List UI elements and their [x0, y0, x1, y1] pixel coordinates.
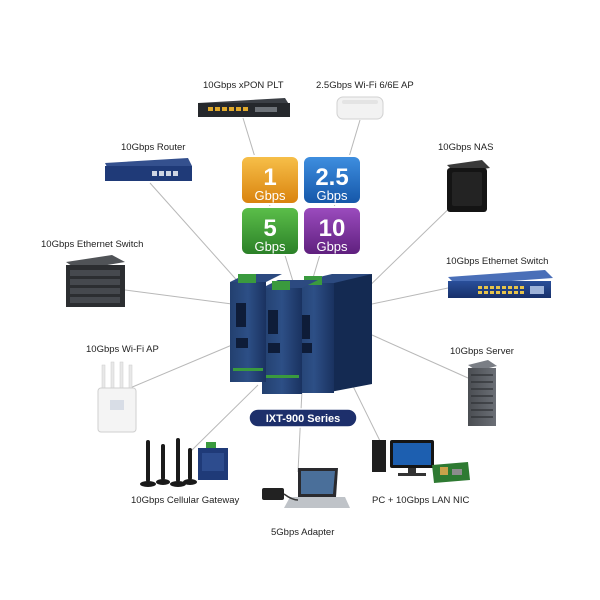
label-nas: 10Gbps NAS [438, 142, 494, 153]
cellular-gateway-device [140, 438, 228, 487]
label-pc-nic: PC + 10Gbps LAN NIC [372, 495, 470, 506]
router-device [105, 158, 192, 181]
speed-unit-10: Gbps [316, 239, 348, 254]
speed-unit-1: Gbps [254, 188, 286, 203]
switch-left-device [66, 255, 125, 307]
connection-lines [124, 117, 469, 473]
link-switch-right [371, 287, 449, 305]
link-nas [359, 194, 464, 296]
label-cellular-gateway: 10Gbps Cellular Gateway [131, 495, 240, 506]
link-switch-left [124, 289, 233, 305]
speed-badge-2-5: 2.5 Gbps [302, 155, 362, 205]
server-device [468, 360, 497, 426]
switch-right-device [448, 270, 553, 298]
link-router [149, 182, 251, 296]
link-adapter [297, 389, 303, 473]
label-switch-right: 10Gbps Ethernet Switch [446, 256, 549, 267]
speed-badge-10: 10 Gbps [302, 206, 362, 256]
link-server [371, 334, 469, 379]
speed-badge-5: 5 Gbps [240, 206, 300, 256]
converter-unit-2 [262, 280, 318, 394]
series-label: IXT-900 Series [266, 413, 341, 425]
label-ceiling-ap: 2.5Gbps Wi-Fi 6/6E AP [316, 80, 414, 91]
speed-value-5: 5 [263, 215, 276, 242]
link-pc [349, 379, 383, 446]
label-server: 10Gbps Server [450, 346, 514, 357]
xpon-plt-device [198, 98, 290, 117]
label-adapter: 5Gbps Adapter [271, 527, 335, 538]
speed-unit-5: Gbps [254, 239, 286, 254]
label-xpon: 10Gbps xPON PLT [203, 80, 284, 91]
speed-value-1: 1 [263, 164, 276, 191]
link-gateway [189, 384, 259, 453]
speed-badge-1: 1 Gbps [240, 155, 300, 205]
speed-unit-2-5: Gbps [316, 188, 348, 203]
adapter-laptop-device [262, 468, 350, 508]
outdoor-ap-device [97, 361, 137, 433]
label-router: 10Gbps Router [121, 142, 186, 153]
link-wifi-ap [129, 344, 233, 389]
pc-nic-device [372, 440, 470, 483]
converter-unit-3 [294, 274, 372, 393]
label-switch-left: 10Gbps Ethernet Switch [41, 239, 144, 250]
ceiling-ap-device [336, 96, 384, 120]
nas-device [447, 160, 490, 212]
speed-value-10: 10 [319, 215, 346, 242]
converter-unit-1 [230, 274, 282, 382]
ixt-900-converters [230, 274, 372, 394]
series-badge: IXT-900 Series [248, 408, 358, 428]
label-outdoor-ap: 10Gbps Wi-Fi AP [86, 344, 159, 355]
speed-value-2-5: 2.5 [315, 164, 348, 191]
